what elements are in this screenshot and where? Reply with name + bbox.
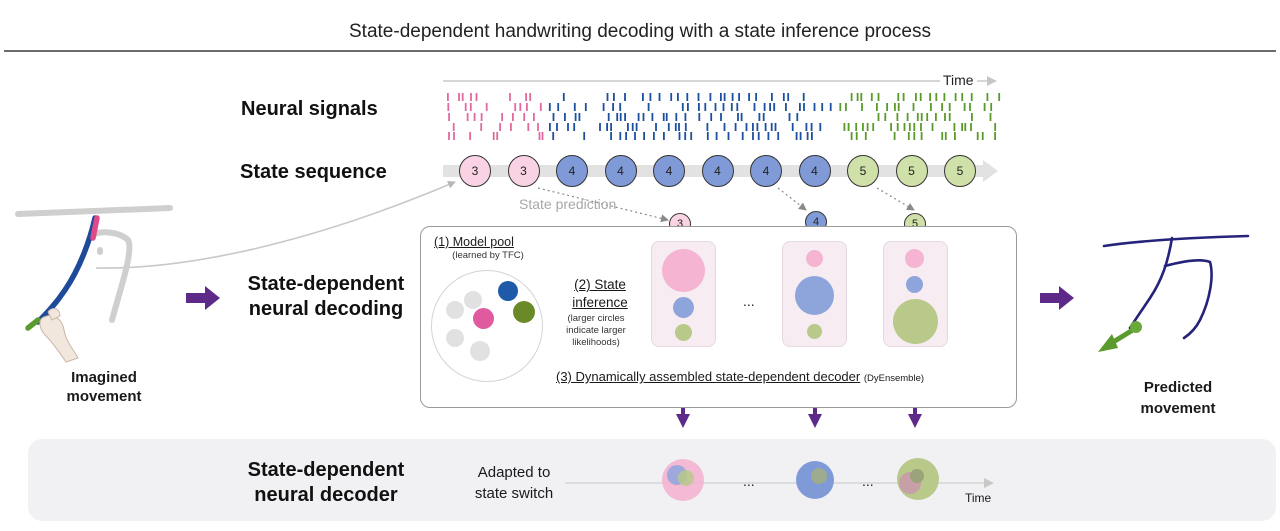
ensemble-state-3	[651, 241, 716, 347]
state-inference-title: (2) State inference	[572, 277, 628, 310]
state-circle: 3	[507, 155, 540, 187]
predicted-movement-label: Predicted movement	[1140, 379, 1216, 417]
model-pool-dot-pink	[473, 308, 494, 329]
ensemble-state-4	[782, 241, 847, 347]
state-dependent-decoding-label: State-dependent neural decoding	[247, 273, 405, 320]
left-flow-arrow	[186, 286, 220, 310]
model-pool-subtitle: (learned by TFC)	[452, 250, 524, 261]
title-divider	[4, 50, 1276, 52]
adapted-label: Adapted to state switch	[474, 464, 554, 502]
state-prediction-arrow-3	[876, 187, 915, 211]
state-circle: 4	[750, 155, 782, 187]
state-prediction-arrow-1	[537, 187, 669, 223]
neural-signals-label: Neural signals	[241, 98, 378, 120]
state-sequence-label: State sequence	[240, 161, 387, 183]
state-dependent-decoder-label: State-dependent neural decoder	[247, 459, 405, 506]
bottom-time-label: Time	[965, 491, 992, 505]
decoder-ellipsis-1: ...	[743, 473, 755, 489]
state-circle: 4	[604, 155, 637, 187]
model-pool-dot-green	[513, 301, 535, 323]
model-pool-circle	[431, 270, 543, 382]
model-pool-title: (1) Model pool	[434, 235, 514, 249]
state-circle: 4	[798, 155, 831, 187]
state-circle: 5	[895, 155, 928, 187]
predicted-velocity-arrow	[1098, 321, 1142, 352]
state-circle: 5	[847, 155, 879, 187]
decoder-ellipsis-2: ...	[862, 473, 874, 489]
imagined-character	[15, 205, 173, 331]
time-label: Time	[940, 72, 977, 88]
state-circle: 3	[459, 155, 491, 187]
signal-flow-curve	[95, 181, 456, 269]
model-pool-dot	[464, 291, 482, 309]
state-circle: 5	[944, 155, 976, 187]
decoder-band	[28, 439, 1276, 521]
ensemble-state-5	[883, 241, 948, 347]
state-inference-note: (larger circles indicate larger likeliho…	[566, 313, 626, 348]
assembled-decoder-label: (3) Dynamically assembled state-dependen…	[556, 369, 925, 384]
state-circle: 4	[556, 155, 588, 187]
ensemble-ellipsis: ...	[743, 293, 755, 309]
model-pool-dot	[446, 301, 464, 319]
predicted-character	[1102, 234, 1250, 340]
state-prediction-arrow-2	[777, 187, 807, 211]
model-pool-dot	[470, 341, 490, 361]
figure-title: State-dependent handwriting decoding wit…	[349, 21, 931, 42]
model-pool-dot-blue	[498, 281, 518, 301]
hand-sketch	[39, 308, 79, 363]
state-circle: 4	[653, 155, 685, 187]
model-pool-dot	[446, 329, 464, 347]
imagined-movement-label: Imagined movement	[66, 369, 142, 405]
state-circle: 4	[701, 155, 734, 187]
state-prediction-label: State prediction	[519, 196, 617, 212]
neural-signal-raster	[446, 93, 1001, 140]
right-flow-arrow	[1040, 286, 1074, 310]
